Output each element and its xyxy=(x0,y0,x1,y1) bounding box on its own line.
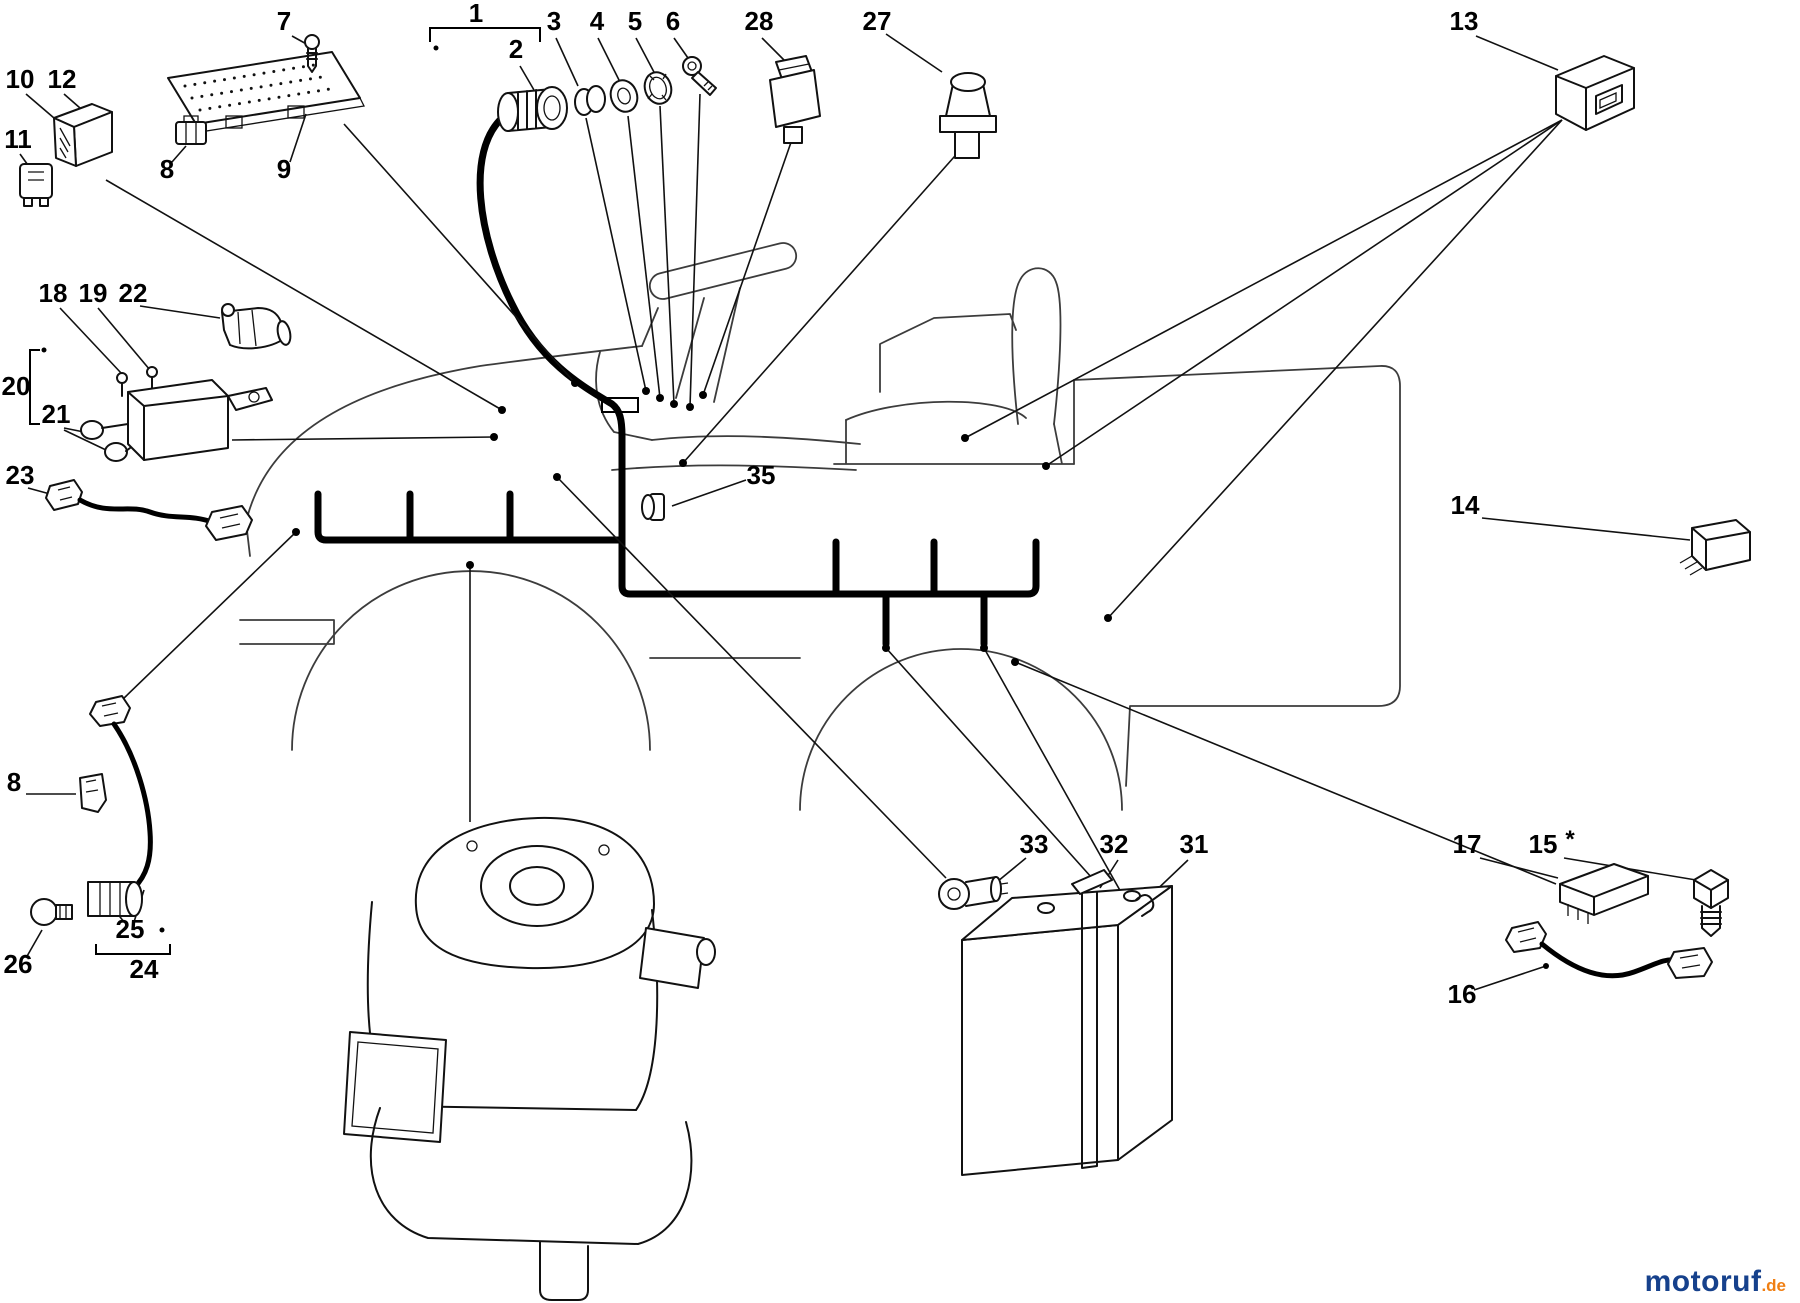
part-label-8a: 8 xyxy=(160,154,174,184)
part-31-hook xyxy=(1135,894,1155,917)
part-label-35: 35 xyxy=(747,460,776,490)
part-label-10: 10 xyxy=(6,64,35,94)
part-label-18: 18 xyxy=(39,278,68,308)
part-5-lock-ring xyxy=(643,71,673,105)
part-label-15: 15 xyxy=(1529,829,1558,859)
wiring-harness xyxy=(314,114,1040,648)
part-label-9: 9 xyxy=(277,154,291,184)
part-24-26-lamp-assembly xyxy=(30,695,153,926)
part-label-6: 6 xyxy=(666,6,680,36)
part-27-push-switch xyxy=(939,72,997,159)
part-label-21: 21 xyxy=(42,399,71,429)
steering-wheel xyxy=(648,242,798,403)
part-label-11: 11 xyxy=(4,124,32,154)
part-11-fuse xyxy=(19,163,53,207)
part-7-screw xyxy=(304,34,320,73)
part-16-cable xyxy=(1505,921,1713,979)
part-label-17: 17 xyxy=(1453,829,1482,859)
part-label-25: 25 xyxy=(116,914,145,944)
part-number-labels: 7 1 2 3 4 5 6 28 27 13 10 12 11 8 9 18 1… xyxy=(2,0,1576,1009)
part-label-3: 3 xyxy=(547,6,561,36)
part-3-spacer xyxy=(574,85,606,116)
engine xyxy=(343,816,716,1301)
part-13-plug-switch xyxy=(1555,55,1635,131)
tractor-outline xyxy=(239,242,1401,811)
part-label-26: 26 xyxy=(4,949,33,979)
part-label-24: 24 xyxy=(130,954,159,984)
part-label-12: 12 xyxy=(48,64,77,94)
part-8-clip-lower xyxy=(79,773,107,813)
part-35-clip xyxy=(641,493,665,521)
part-6-key xyxy=(682,56,717,96)
part-12-relay xyxy=(53,103,113,167)
part-label-20: 20 xyxy=(2,371,31,401)
part-label-13: 13 xyxy=(1450,6,1479,36)
part-4-washer xyxy=(609,79,639,113)
brand-name: motoruf xyxy=(1644,1265,1762,1298)
part-33-bulb xyxy=(938,876,1009,910)
part-label-16: 16 xyxy=(1448,979,1477,1009)
part-label-32: 32 xyxy=(1100,829,1129,859)
part-17-module xyxy=(1559,863,1649,924)
part-label-1: 1 xyxy=(469,0,483,28)
part-label-15-star: * xyxy=(1565,826,1575,853)
part-label-4: 4 xyxy=(590,6,605,36)
part-15-oil-switch xyxy=(1693,869,1729,937)
part-14-connector xyxy=(1679,519,1751,576)
part-8-connector-top xyxy=(175,115,207,145)
brand-watermark: motoruf.de xyxy=(1645,1267,1786,1297)
part-32-strap-buckle xyxy=(1071,869,1113,895)
part-20-21-solenoid xyxy=(80,379,273,462)
part-label-23: 23 xyxy=(6,460,35,490)
part-23-cable xyxy=(45,479,253,541)
part-label-5: 5 xyxy=(628,6,642,36)
battery xyxy=(961,869,1173,1176)
part-label-2: 2 xyxy=(509,34,523,64)
part-label-14: 14 xyxy=(1451,490,1480,520)
part-label-27: 27 xyxy=(863,6,892,36)
part-label-22: 22 xyxy=(119,278,148,308)
part-22-rubber-boot xyxy=(221,303,292,350)
part-label-31: 31 xyxy=(1180,829,1209,859)
leader-dots xyxy=(41,45,1549,969)
part-label-28: 28 xyxy=(745,6,774,36)
part-label-7: 7 xyxy=(277,6,291,36)
part-label-8b: 8 xyxy=(7,767,21,797)
leader-lines xyxy=(19,33,1697,991)
brand-tld: .de xyxy=(1761,1276,1786,1295)
group-brackets xyxy=(29,27,541,955)
part-label-19: 19 xyxy=(79,278,108,308)
part-28-rocker-switch xyxy=(769,55,821,144)
part-label-33: 33 xyxy=(1020,829,1049,859)
part-2-ignition-switch xyxy=(497,86,568,132)
